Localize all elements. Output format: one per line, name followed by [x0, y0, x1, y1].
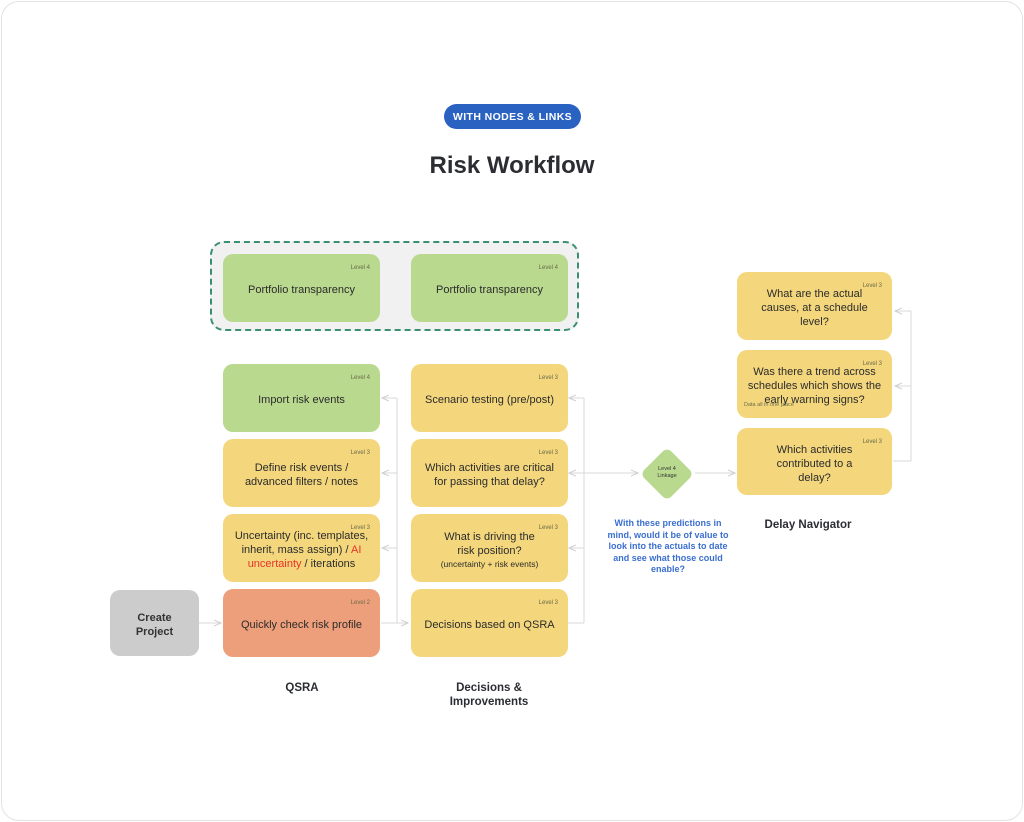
label-line: Improvements [449, 696, 529, 708]
node-text: Import risk events [258, 394, 345, 406]
node-text: What are the actual causes, at a schedul… [761, 288, 868, 328]
node-define-risk-events[interactable]: Level 3 Define risk events / advanced fi… [223, 439, 380, 507]
node-text: Portfolio transparency [436, 284, 543, 296]
level-label: Level 3 [538, 600, 558, 606]
level-label: Level 3 [538, 375, 558, 381]
level-label: Level 4 [350, 265, 370, 271]
node-text: Which activities are critical for passin… [425, 462, 554, 488]
page-title: Risk Workflow [429, 152, 595, 179]
level-label: Level 3 [350, 450, 370, 456]
linkage-level: Level 4 [658, 466, 676, 472]
node-trend-across-schedules[interactable]: Level 3 Was there a trend across schedul… [737, 350, 892, 418]
node-text: Portfolio transparency [248, 284, 355, 296]
node-quickly-check-risk-profile[interactable]: Level 2 Quickly check risk profile [223, 589, 380, 657]
column-label-delay-navigator: Delay Navigator [764, 519, 852, 531]
linkage-question: With these predictions in mind, would it… [607, 518, 729, 574]
section-badge: WITH NODES & LINKS [444, 104, 581, 129]
level-label: Level 3 [538, 450, 558, 456]
node-text: Scenario testing (pre/post) [424, 394, 554, 406]
text-after: / iterations [301, 558, 356, 570]
level-label: Level 3 [538, 525, 558, 531]
sub-text: (uncertainty + risk events) [440, 559, 539, 569]
node-activities-contributed[interactable]: Level 3 Which activities contributed to … [737, 428, 892, 495]
column-label-decisions: Decisions & Improvements [429, 681, 549, 709]
node-portfolio-transparency-1[interactable]: Level 4 Portfolio transparency [223, 254, 380, 322]
linkage-label: Linkage [657, 473, 677, 479]
node-text: What is driving the risk position? (uncer… [421, 530, 558, 570]
node-text: Define risk events / advanced filters / … [244, 462, 359, 488]
main-text: What is driving the risk position? [444, 531, 535, 557]
node-driving-risk-position[interactable]: Level 3 What is driving the risk positio… [411, 514, 568, 582]
node-text: Decisions based on QSRA [424, 619, 555, 631]
node-text: Uncertainty (inc. templates, inherit, ma… [233, 529, 370, 571]
node-decisions-based-on-qsra[interactable]: Level 3 Decisions based on QSRA [411, 589, 568, 657]
node-text: Which activities contributed to a delay? [776, 443, 853, 484]
node-portfolio-transparency-2[interactable]: Level 4 Portfolio transparency [411, 254, 568, 322]
level-label: Level 3 [350, 525, 370, 531]
node-text: Quickly check risk profile [240, 619, 363, 631]
column-label-qsra: QSRA [285, 682, 319, 694]
text-line: Create [137, 612, 172, 624]
level-label: Level 2 [350, 600, 370, 606]
level-label: Level 3 [862, 283, 882, 289]
text-line: Project [135, 626, 174, 638]
node-note: Data all in one place [744, 402, 794, 408]
node-uncertainty[interactable]: Level 3 Uncertainty (inc. templates, inh… [223, 514, 380, 582]
level-label: Level 4 [538, 265, 558, 271]
level-label: Level 4 [350, 375, 370, 381]
label-line: Decisions & [456, 682, 522, 694]
ai-uncertainty-highlight: AI uncertainty [247, 544, 362, 570]
node-critical-activities[interactable]: Level 3 Which activities are critical fo… [411, 439, 568, 507]
level-label: Level 3 [862, 439, 882, 445]
text-before: Uncertainty (inc. templates, inherit, ma… [234, 530, 369, 556]
node-scenario-testing[interactable]: Level 3 Scenario testing (pre/post) [411, 364, 568, 432]
node-import-risk-events[interactable]: Level 4 Import risk events [223, 364, 380, 432]
node-actual-causes[interactable]: Level 3 What are the actual causes, at a… [737, 272, 892, 340]
node-text: Was there a trend across schedules which… [747, 366, 882, 406]
level-label: Level 3 [862, 361, 882, 367]
